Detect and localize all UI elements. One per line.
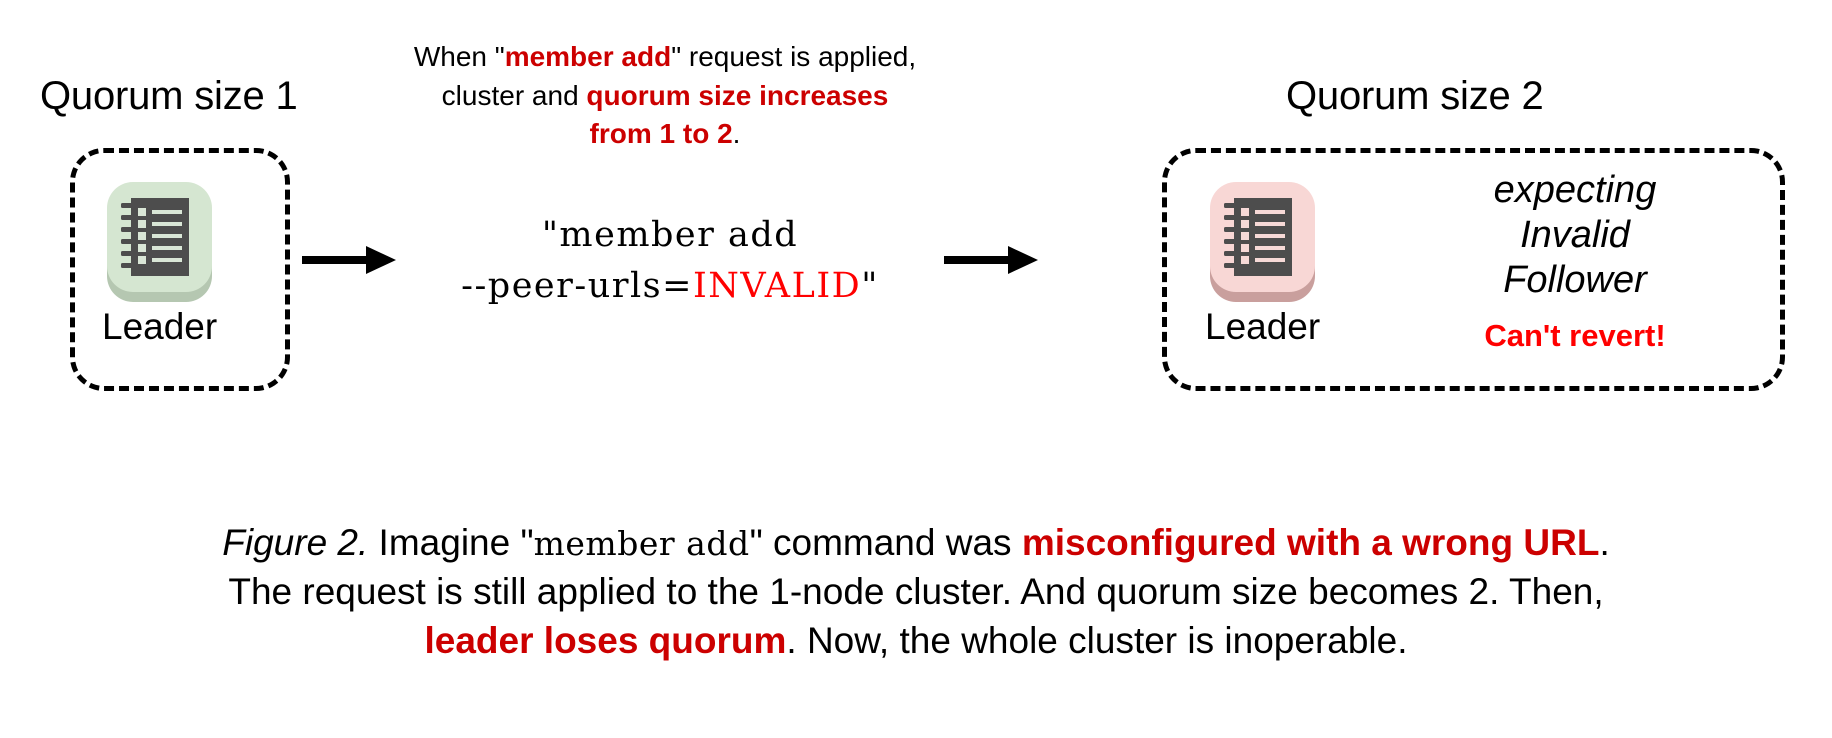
top-annotation-line-1: When "member add" request is applied, (345, 38, 985, 77)
right-node-label: Leader (1205, 306, 1321, 347)
caption-line-2: The request is still applied to the 1-no… (228, 571, 1604, 613)
command-line-2: --peer-urls=INVALID" (420, 261, 920, 312)
command-line-2-prefix: --peer-urls= (461, 265, 693, 306)
right-cluster-annotation: expecting Invalid Follower Can't revert! (1385, 168, 1765, 354)
notebook-icon (121, 198, 190, 276)
top-annotation-line-2-a: cluster and (441, 79, 587, 111)
left-cluster-box (70, 148, 290, 391)
icon-face (1210, 182, 1316, 292)
caption-line-1: Figure 2. Imagine "member add" command w… (30, 518, 1802, 567)
top-annotation-line-3-period: . (732, 118, 741, 150)
caption-line-3: leader loses quorum. Now, the whole clus… (30, 616, 1802, 665)
top-annotation: When "member add" request is applied, cl… (345, 38, 985, 154)
right-note-line-2: Invalid (1520, 213, 1630, 256)
caption-leader-loses-quorum-emphasis: leader loses quorum (424, 620, 787, 662)
caption-figure-label: Figure 2. (222, 522, 369, 563)
left-cluster-title: Quorum size 1 (40, 74, 298, 118)
right-cluster-title: Quorum size 2 (1286, 74, 1544, 118)
top-annotation-line-1-a: When " (413, 41, 505, 72)
top-annotation-member-add: member add (504, 41, 672, 72)
command-line-2-suffix: " (861, 265, 879, 306)
notebook-icon (1224, 198, 1293, 276)
icon-face (107, 182, 213, 292)
caption-misconfigured-emphasis: misconfigured with a wrong URL (1021, 522, 1600, 563)
command-invalid-value: INVALID (692, 265, 862, 306)
left-cluster-node: Leader (102, 178, 217, 347)
caption-l1-c: . (1599, 522, 1610, 563)
arrow-right-icon-2 (944, 240, 1040, 285)
caption-l1-a: Imagine " (368, 522, 534, 563)
right-cluster-box (1162, 148, 1785, 391)
command-line-1: "member add (541, 215, 799, 255)
right-note-line-3: Follower (1503, 258, 1647, 301)
figure-caption: Figure 2. Imagine "member add" command w… (30, 518, 1802, 666)
top-annotation-line-2: cluster and quorum size increases (345, 77, 985, 116)
top-annotation-from-1-to-2: from 1 to 2 (589, 118, 733, 150)
right-cluster-node: Leader (1205, 178, 1320, 347)
arrow-right-icon-1 (302, 240, 398, 285)
top-annotation-line-1-c: " request is applied, (671, 41, 917, 72)
left-node-label: Leader (102, 306, 218, 347)
caption-l1-b: " command was (749, 522, 1022, 563)
right-note-line-1: expecting (1493, 169, 1657, 211)
caption-l3-b: . Now, the whole cluster is inoperable. (786, 620, 1408, 662)
command-text: "member add --peer-urls=INVALID" (420, 210, 920, 312)
top-annotation-line-3: from 1 to 2. (345, 115, 985, 154)
caption-member-add-mono: member add (533, 524, 750, 563)
top-annotation-quorum-increase: quorum size increases (586, 79, 889, 111)
etcd-node-icon (1206, 178, 1319, 302)
etcd-node-icon (103, 178, 216, 302)
cant-revert-warning: Can't revert! (1484, 318, 1666, 354)
